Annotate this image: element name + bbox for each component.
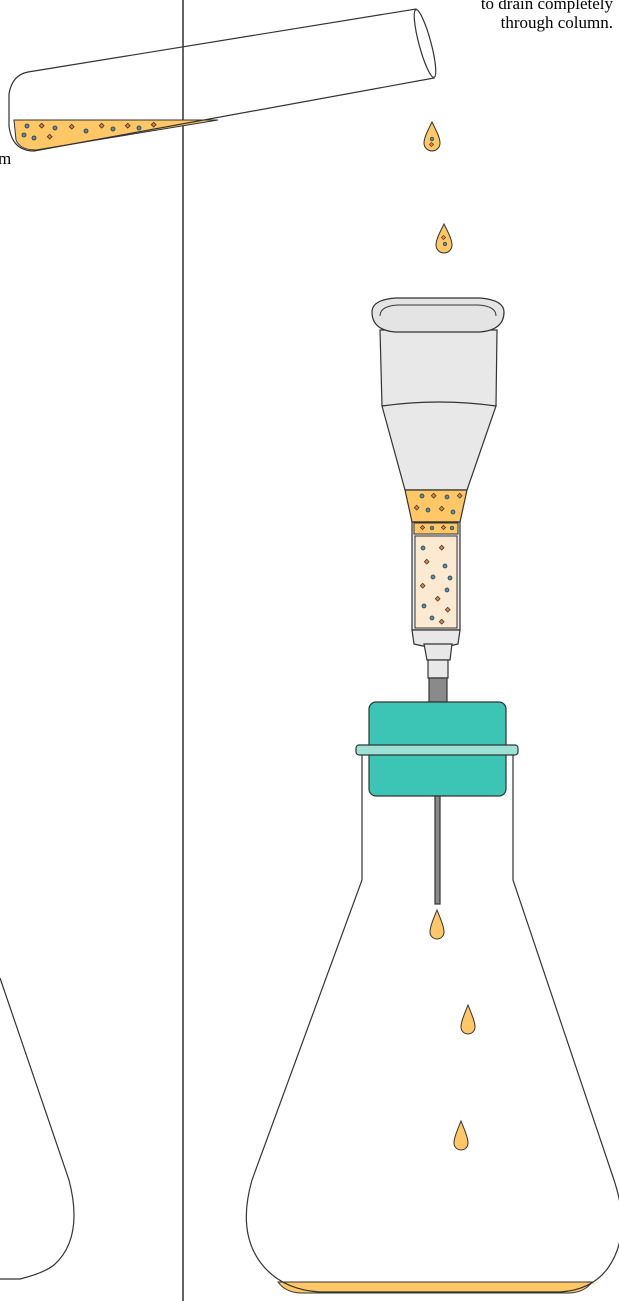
flask-bottom-liquid	[277, 1281, 593, 1294]
test-tube-particles	[21, 121, 157, 141]
left-caption-fragment: m	[0, 149, 12, 168]
step-caption: to drain completely through column.	[481, 0, 613, 32]
caption-line-2: through column.	[500, 13, 613, 32]
tilted-test-tube-icon	[8, 8, 437, 152]
test-tube-glass	[8, 8, 435, 152]
caption-line-1: to drain completely	[480, 0, 613, 13]
adapter-outlet-tube	[434, 795, 441, 905]
test-tube-liquid	[13, 119, 219, 151]
test-tube-rim	[413, 9, 437, 78]
flask-glass	[245, 752, 619, 1293]
adapter-ring	[355, 744, 519, 756]
droplet-icon	[435, 222, 453, 254]
droplet-icon	[460, 1003, 476, 1035]
droplet-icon	[429, 908, 445, 940]
erlenmeyer-flask-icon	[245, 752, 619, 1294]
vacuum-adapter-icon	[355, 701, 519, 905]
left-flask-partial	[0, 977, 75, 1280]
droplet-icon	[423, 120, 441, 152]
spin-column-icon	[371, 297, 505, 703]
droplet-icon	[453, 1119, 469, 1151]
column-particles	[413, 492, 463, 625]
